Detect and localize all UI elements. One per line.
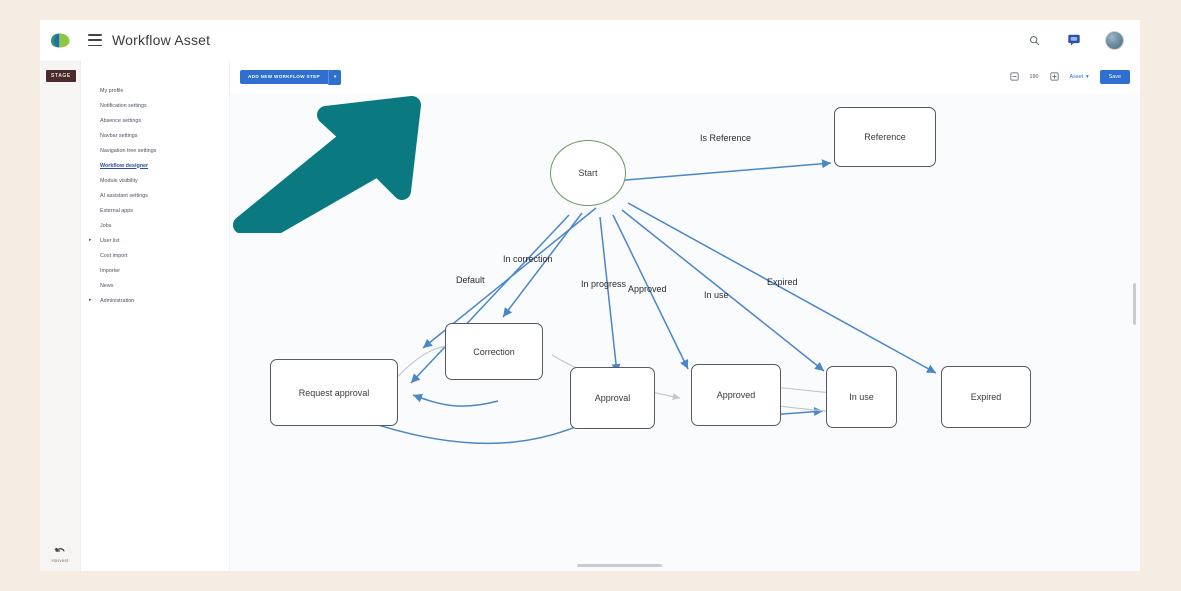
app-logo[interactable] xyxy=(40,20,80,60)
workflow-node-label: Expired xyxy=(970,392,1002,402)
zoom-level-value: 190 xyxy=(1029,73,1039,80)
workflow-node-correction[interactable]: Correction xyxy=(445,323,543,380)
workflow-node-expired[interactable]: Expired xyxy=(941,366,1031,428)
chevron-right-icon[interactable]: ▸ xyxy=(89,297,92,303)
add-step-dropdown-button[interactable]: ▾ xyxy=(327,69,342,85)
leaf-logo-icon xyxy=(50,33,69,47)
sidebar-item-label: Cost import xyxy=(100,252,128,259)
workflow-node-label: Request approval xyxy=(298,387,370,398)
workflow-node-start[interactable]: Start xyxy=(550,140,626,206)
sidebar-item-module-visibility[interactable]: Module visibility xyxy=(81,173,229,188)
sidebar-item-external-apps[interactable]: External apps xyxy=(81,203,229,218)
rail-footer-label: Harvest xyxy=(51,558,69,563)
workflow-node-request[interactable]: Request approval xyxy=(270,359,398,426)
sidebar-item-cost-import[interactable]: Cost import xyxy=(81,248,229,263)
entity-type-select[interactable]: Asset ▾ xyxy=(1070,74,1089,80)
menu-line xyxy=(88,34,102,36)
chevron-down-icon: ▾ xyxy=(1085,73,1089,80)
workflow-node-label: Reference xyxy=(864,132,906,142)
sidebar-item-user-list[interactable]: ▸ User list xyxy=(81,233,229,248)
top-bar: Workflow Asset xyxy=(40,20,1140,61)
sidebar-item-navigation-tree-settings[interactable]: Navigation tree settings xyxy=(81,143,229,158)
sidebar-item-workflow-designer[interactable]: Workflow designer xyxy=(81,158,229,173)
left-rail: STAGE Harvest xyxy=(40,61,81,571)
sidebar-item-label: Absence settings xyxy=(100,117,142,124)
menu-line xyxy=(88,44,102,46)
edge-label: Default xyxy=(456,275,485,285)
workflow-node-reference[interactable]: Reference xyxy=(834,107,936,167)
sidebar-item-label: Importer xyxy=(100,267,121,274)
user-avatar[interactable] xyxy=(1105,30,1124,50)
menu-icon[interactable] xyxy=(88,34,102,46)
search-icon[interactable] xyxy=(1025,31,1043,49)
entity-type-label: Asset xyxy=(1069,73,1083,80)
page-title: Workflow Asset xyxy=(112,32,211,48)
workflow-node-label: In use xyxy=(849,392,874,402)
feedback-glyph xyxy=(1068,34,1080,46)
sidebar-item-jobs[interactable]: Jobs xyxy=(81,218,229,233)
sidebar-item-label: Workflow designer xyxy=(100,162,149,169)
app-window: Workflow Asset STAGE xyxy=(40,20,1140,571)
zoom-out-icon[interactable] xyxy=(1009,72,1019,82)
sidebar-item-navbar-settings[interactable]: Navbar settings xyxy=(81,128,229,143)
sidebar-item-importer[interactable]: Importer xyxy=(81,263,229,278)
sidebar-item-label: My profile xyxy=(100,87,124,94)
menu-line xyxy=(88,39,102,41)
top-bar-actions xyxy=(1025,30,1140,50)
sidebar-item-label: AI assistant settings xyxy=(100,192,148,199)
add-new-workflow-step-button[interactable]: ADD NEW WORKFLOW STEP xyxy=(240,69,328,85)
edge-label: In progress xyxy=(581,279,627,289)
search-glyph xyxy=(1029,35,1039,45)
workflow-node-label: Correction xyxy=(473,346,515,357)
canvas-toolbar: ADD NEW WORKFLOW STEP ▾ 190 Asset xyxy=(230,61,1140,93)
sidebar-item-absence-settings[interactable]: Absence settings xyxy=(81,113,229,128)
edge-label: Is Reference xyxy=(700,133,752,143)
edge-label: Expired xyxy=(767,277,798,287)
sidebar-item-news[interactable]: News xyxy=(81,278,229,293)
canvas-vertical-scrollbar[interactable] xyxy=(1132,283,1136,325)
workflow-node-label: Start xyxy=(578,168,598,178)
workflow-node-approved[interactable]: Approved xyxy=(691,364,781,426)
sidebar-item-my-profile[interactable]: My profile xyxy=(81,83,229,98)
chevron-right-icon[interactable]: ▸ xyxy=(89,237,92,243)
zoom-in-icon[interactable] xyxy=(1049,72,1059,82)
sidebar-item-administration[interactable]: ▸ Administration xyxy=(81,293,229,308)
canvas-horizontal-scrollbar[interactable] xyxy=(577,563,662,567)
stage-badge: STAGE xyxy=(46,70,76,82)
sidebar-item-label: External apps xyxy=(100,207,133,214)
workflow-node-inuse[interactable]: In use xyxy=(826,366,897,428)
diagram-edges xyxy=(356,159,937,445)
edge-label: Approved xyxy=(628,284,667,294)
edge-label: In use xyxy=(704,290,729,300)
undo-icon xyxy=(54,547,65,552)
edge-label: In correction xyxy=(503,254,553,264)
sidebar-item-notification-settings[interactable]: Notification settings xyxy=(81,98,229,113)
sidebar-item-label: Navbar settings xyxy=(100,132,138,139)
sidebar-item-label: User list xyxy=(100,237,120,244)
sidebar-item-ai-assistant-settings[interactable]: AI assistant settings xyxy=(81,188,229,203)
workflow-designer: ADD NEW WORKFLOW STEP ▾ 190 Asset xyxy=(230,61,1140,571)
save-button[interactable]: Save xyxy=(1099,69,1130,85)
sidebar-item-label: Jobs xyxy=(100,222,112,229)
sidebar-item-label: Administration xyxy=(100,297,135,304)
workflow-node-label: Approval xyxy=(594,393,631,403)
workflow-node-approval[interactable]: Approval xyxy=(570,367,655,429)
sidebar-item-label: News xyxy=(100,282,114,289)
rail-footer[interactable]: Harvest xyxy=(40,546,80,563)
sidebar-item-label: Notification settings xyxy=(100,102,147,109)
canvas-toolbar-right: 190 Asset ▾ Save xyxy=(1009,69,1130,85)
workflow-node-label: Approved xyxy=(716,390,756,400)
sidebar-item-label: Navigation tree settings xyxy=(100,147,157,154)
sidebar-item-label: Module visibility xyxy=(100,177,138,184)
feedback-badge-icon[interactable] xyxy=(1065,31,1083,49)
